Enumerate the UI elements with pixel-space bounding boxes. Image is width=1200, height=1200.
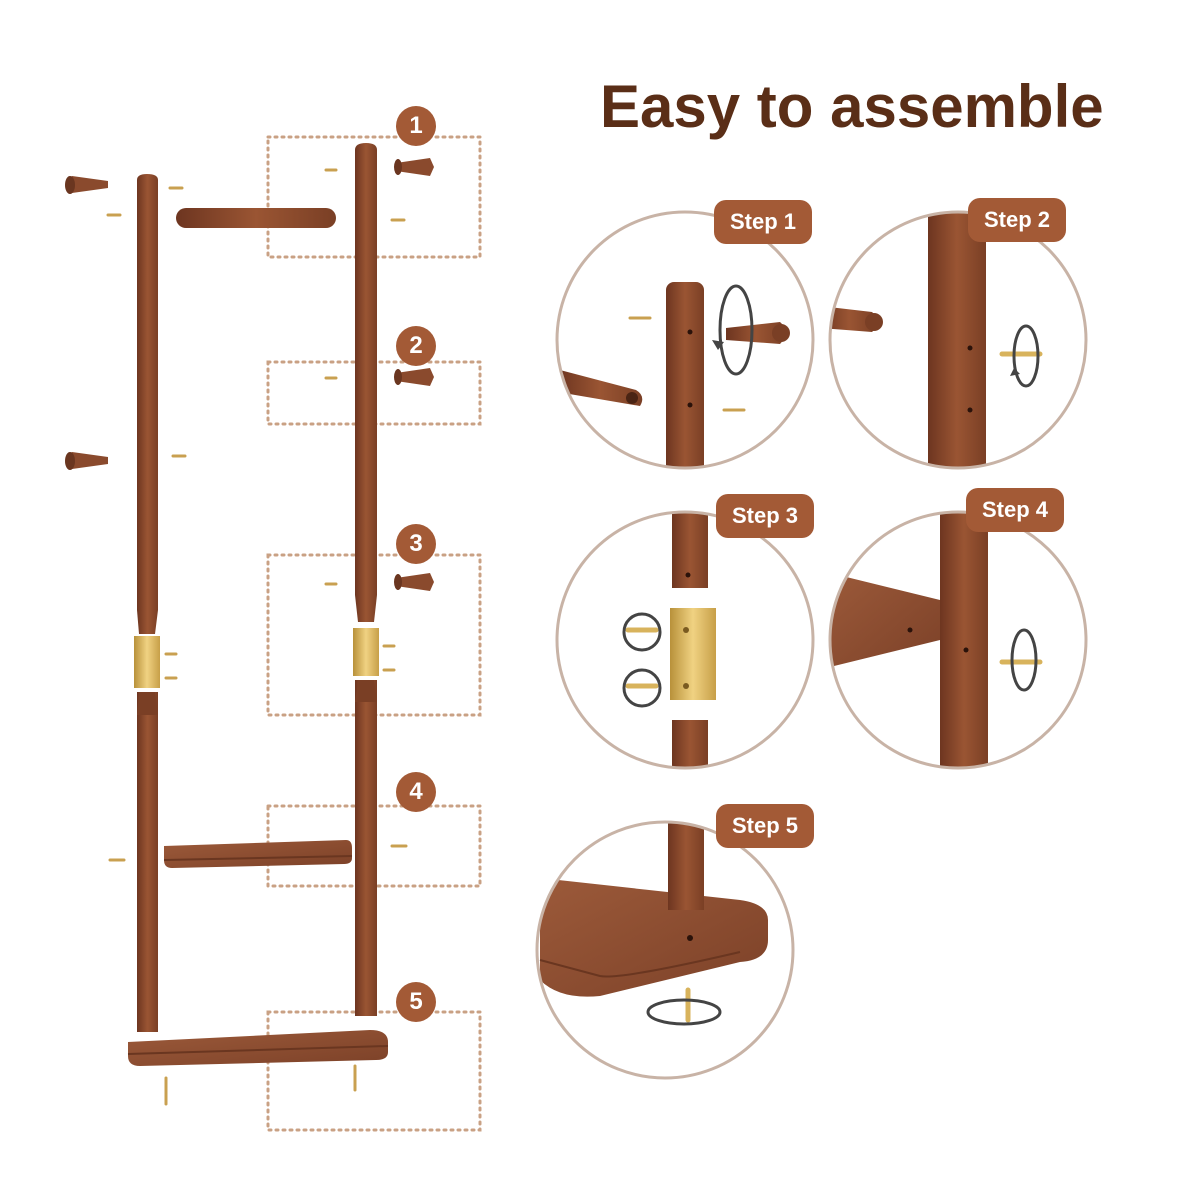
step-number-2: 2 <box>396 326 436 366</box>
bottom-shelf <box>127 1030 389 1066</box>
step-number-1: 1 <box>396 106 436 146</box>
step-3-circle <box>555 510 815 770</box>
step-number-5: 5 <box>396 982 436 1022</box>
hooks <box>65 158 434 591</box>
step-5-label: Step 5 <box>716 804 815 848</box>
page-title: Easy to assemble <box>600 73 1104 140</box>
zoom-box-1 <box>266 135 482 259</box>
left-pole <box>134 174 160 1032</box>
right-pole <box>353 143 379 1016</box>
zoom-box-5 <box>266 1010 482 1132</box>
step-4-circle <box>828 510 1088 770</box>
crossbar <box>176 208 336 228</box>
step-4-label: Step 4 <box>966 488 1065 532</box>
step-number-4: 4 <box>396 772 436 812</box>
right-connector <box>353 628 379 676</box>
step-3-label: Step 3 <box>716 494 815 538</box>
step-2-circle <box>828 210 1088 470</box>
screws <box>106 168 408 1106</box>
left-connector <box>134 636 160 688</box>
middle-shelf <box>163 840 353 868</box>
step-2-label: Step 2 <box>968 198 1067 242</box>
step-number-3: 3 <box>396 524 436 564</box>
exploded-view <box>65 135 482 1132</box>
step-1-label: Step 1 <box>714 200 813 244</box>
step-5-circle <box>535 820 795 1080</box>
step-1-circle <box>555 210 815 470</box>
